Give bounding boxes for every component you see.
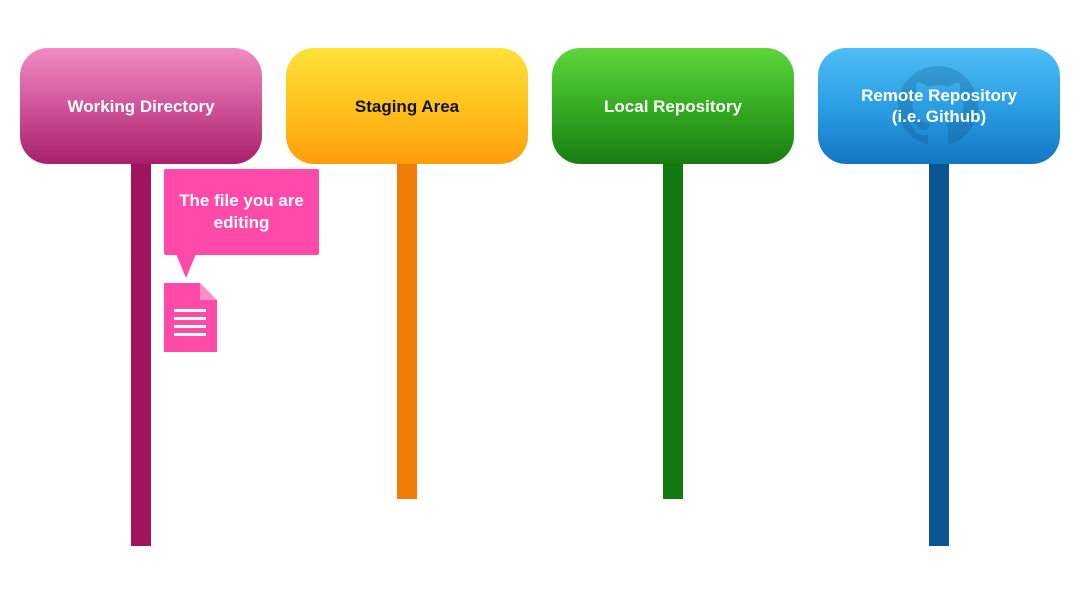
staging-area-box: Staging Area [286,48,528,164]
file-callout-text: The file you are editing [179,191,304,232]
local-repository-label: Local Repository [604,96,742,116]
remote-repository-lifeline [929,164,949,546]
local-repository-box: Local Repository [552,48,794,164]
remote-repository-box: Remote Repository (i.e. Github) [818,48,1060,164]
remote-repository-label: Remote Repository (i.e. Github) [861,86,1017,126]
working-directory-label: Working Directory [67,96,215,116]
staging-area-lifeline [397,164,417,499]
working-directory-box: Working Directory [20,48,262,164]
staging-area-label: Staging Area [354,96,460,116]
file-callout: The file you are editing [164,169,319,255]
file-document-icon [164,283,217,352]
working-directory-lifeline [131,164,151,546]
local-repository-lifeline [663,164,683,499]
file-callout-tail [176,254,196,278]
github-octocat-icon [898,66,978,145]
